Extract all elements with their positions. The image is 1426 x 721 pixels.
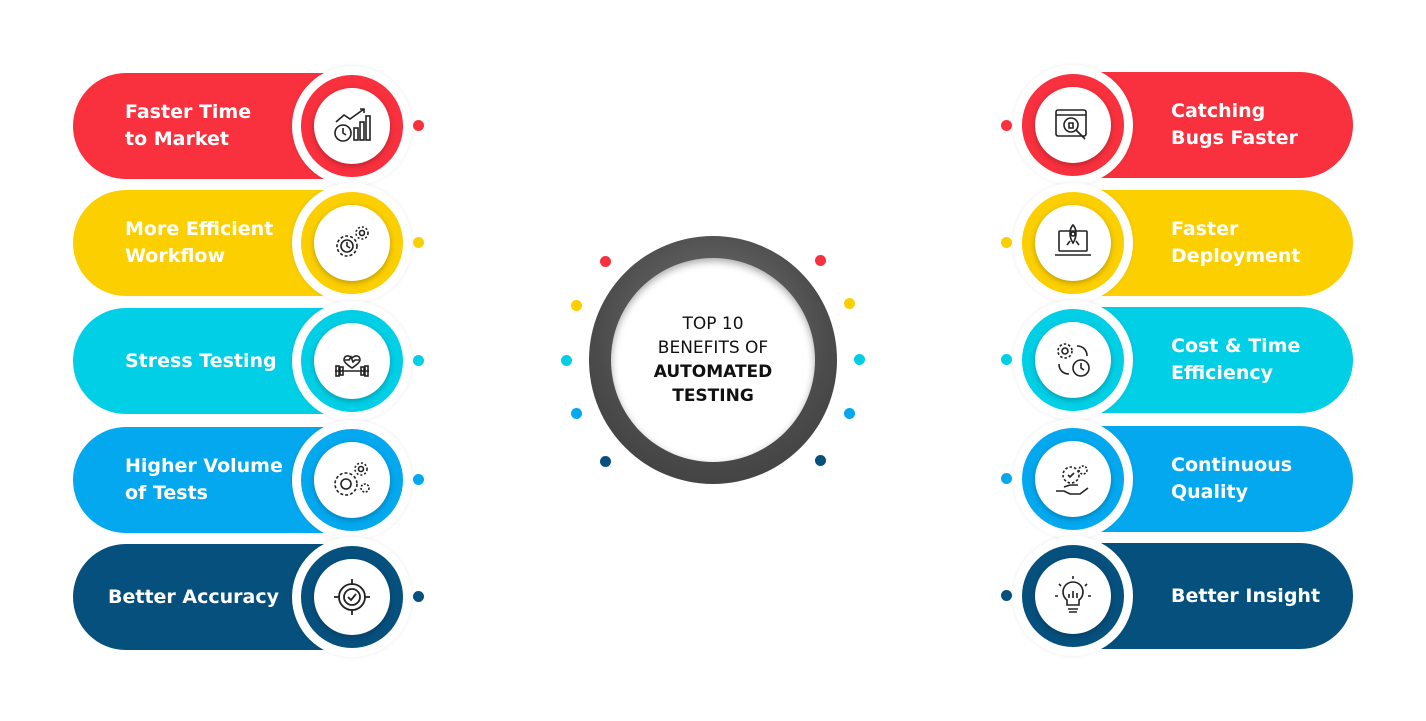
hub-dot xyxy=(600,456,611,467)
connector-dot xyxy=(413,355,424,366)
lightbulb-chart-icon xyxy=(1035,558,1111,634)
benefit-label: Better Accuracy xyxy=(108,585,279,608)
connector-dot xyxy=(413,120,424,131)
benefit-icon-ring xyxy=(1013,300,1133,420)
benefit-icon-ring xyxy=(1013,536,1133,656)
hub-title-line: TESTING xyxy=(672,386,754,406)
benefit-icon-ring xyxy=(292,537,412,657)
benefit-icon-ring xyxy=(292,420,412,540)
benefit-icon-ring xyxy=(1013,65,1133,185)
hub-dot xyxy=(561,355,572,366)
benefit-pill-catching-bugs-faster: Catching Bugs Faster xyxy=(1033,72,1353,178)
benefit-label: Cost & Time Efficiency xyxy=(1171,335,1301,384)
gears-icon xyxy=(314,442,390,518)
laptop-rocket-icon xyxy=(1035,205,1111,281)
hub-dot xyxy=(815,455,826,466)
hub-ring: TOP 10 BENEFITS OF AUTOMATED TESTING xyxy=(589,236,837,484)
benefit-icon-ring xyxy=(1013,419,1133,539)
connector-dot xyxy=(1001,473,1012,484)
weightlifting-heart-icon xyxy=(314,323,390,399)
connector-dot xyxy=(1001,120,1012,131)
hub-title-line: BENEFITS OF xyxy=(657,338,769,358)
hub-title-line: TOP 10 xyxy=(682,314,744,334)
hub-dot xyxy=(815,255,826,266)
benefit-label: More Efficient Workflow xyxy=(125,218,274,267)
hub-dot xyxy=(600,256,611,267)
benefit-label: Catching Bugs Faster xyxy=(1171,100,1298,149)
clock-growth-chart-icon xyxy=(314,88,390,164)
connector-dot xyxy=(413,474,424,485)
benefit-label: Better Insight xyxy=(1171,584,1321,607)
hub-dot xyxy=(571,408,582,419)
connector-dot xyxy=(1001,237,1012,248)
benefit-icon-ring xyxy=(292,301,412,421)
hub-title: TOP 10 BENEFITS OF AUTOMATED TESTING xyxy=(611,258,815,462)
connector-dot xyxy=(413,237,424,248)
gears-clock-icon xyxy=(314,205,390,281)
hub-dot xyxy=(844,408,855,419)
hub-title-line: AUTOMATED xyxy=(653,362,773,382)
hub-dot xyxy=(844,298,855,309)
benefit-label: Faster Deployment xyxy=(1171,218,1301,267)
hub-dot xyxy=(571,300,582,311)
connector-dot xyxy=(1001,590,1012,601)
connector-dot xyxy=(1001,354,1012,365)
connector-dot xyxy=(413,591,424,602)
benefit-label: Stress Testing xyxy=(125,349,277,372)
browser-bug-search-icon xyxy=(1035,87,1111,163)
benefit-icon-ring xyxy=(1013,183,1133,303)
benefit-icon-ring xyxy=(292,66,412,186)
benefit-icon-ring xyxy=(292,183,412,303)
benefit-label: Faster Time to Market xyxy=(125,101,252,150)
gear-cycle-clock-icon xyxy=(1035,322,1111,398)
benefit-label: Higher Volume of Tests xyxy=(125,455,283,504)
hand-gears-check-icon xyxy=(1035,441,1111,517)
benefit-label: Continuous Quality xyxy=(1171,454,1293,503)
target-check-icon xyxy=(314,559,390,635)
hub-dot xyxy=(854,354,865,365)
